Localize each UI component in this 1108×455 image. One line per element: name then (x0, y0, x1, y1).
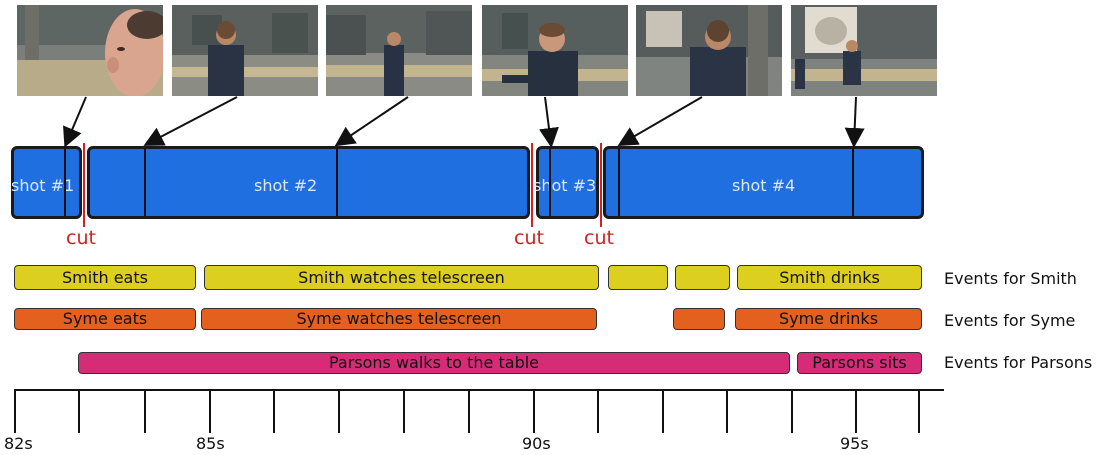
event-smith-eats: Smith eats (14, 265, 196, 290)
axis-tick (468, 389, 470, 433)
thumbnail-closeup-face (17, 5, 163, 96)
cut-line-1 (83, 143, 85, 227)
axis-tick (855, 389, 857, 433)
axis-tick (338, 389, 340, 433)
row-label-parsons: Events for Parsons (944, 353, 1093, 372)
shot-block-2 (87, 146, 530, 219)
shot-block-3 (536, 146, 599, 219)
axis-tick (403, 389, 405, 433)
time-axis (14, 389, 944, 391)
axis-tick (918, 389, 920, 433)
thumbnail-man-walking-far (326, 5, 472, 96)
axis-tick (209, 389, 211, 433)
shot-label-2: shot #2 (254, 176, 318, 195)
keyframe-marker (852, 148, 854, 216)
event-syme-unlabeled (673, 308, 725, 330)
axis-tick (273, 389, 275, 433)
keyframe-marker (64, 148, 66, 216)
axis-tick (791, 389, 793, 433)
event-parsons-sits: Parsons sits (797, 352, 922, 374)
tick-label-90s: 90s (522, 434, 551, 453)
event-parsons-walks: Parsons walks to the table (78, 352, 790, 374)
row-label-smith: Events for Smith (944, 269, 1077, 288)
event-smith-drinks: Smith drinks (737, 265, 922, 290)
cut-label-1: cut (66, 227, 96, 249)
arrow-thumb-2 (143, 96, 238, 146)
axis-tick (662, 389, 664, 433)
axis-tick (14, 389, 16, 433)
event-syme-eats: Syme eats (14, 308, 196, 330)
shot-label-3: shot #3 (533, 176, 597, 195)
axis-tick (597, 389, 599, 433)
shot-label-4: shot #4 (732, 176, 796, 195)
axis-tick (533, 389, 535, 433)
cut-label-2: cut (514, 227, 544, 249)
axis-tick (78, 389, 80, 433)
event-syme-watches-telescreen: Syme watches telescreen (201, 308, 597, 330)
shot-block-4 (603, 146, 924, 219)
tick-label-85s: 85s (196, 434, 225, 453)
thumbnail-man-walking-back (172, 5, 318, 96)
keyframe-marker (336, 148, 338, 216)
cut-line-3 (600, 143, 602, 227)
shot-block-1 (11, 146, 82, 219)
thumbnail-man-turning (482, 5, 628, 96)
arrow-thumb-3 (334, 96, 409, 147)
event-smith-unlabeled-2 (675, 265, 730, 290)
arrow-thumb-1 (63, 96, 87, 148)
tick-label-95s: 95s (840, 434, 869, 453)
cut-line-2 (531, 143, 533, 227)
axis-tick (144, 389, 146, 433)
row-label-syme: Events for Syme (944, 311, 1076, 330)
event-smith-watches-telescreen: Smith watches telescreen (204, 265, 599, 290)
tick-label-82s: 82s (4, 434, 33, 453)
cut-label-3: cut (584, 227, 614, 249)
keyframe-marker (618, 148, 620, 216)
arrow-thumb-5 (617, 96, 703, 147)
arrow-thumb-4 (539, 96, 559, 148)
keyframe-marker (144, 148, 146, 216)
thumbnail-telescreen-wide (791, 5, 937, 96)
event-smith-unlabeled-1 (608, 265, 668, 290)
axis-tick (726, 389, 728, 433)
keyframe-marker (549, 148, 551, 216)
thumbnail-man-shoulder (636, 5, 782, 96)
shot-label-1: shot #1 (11, 176, 75, 195)
arrow-thumb-6 (844, 96, 865, 148)
event-syme-drinks: Syme drinks (735, 308, 922, 330)
